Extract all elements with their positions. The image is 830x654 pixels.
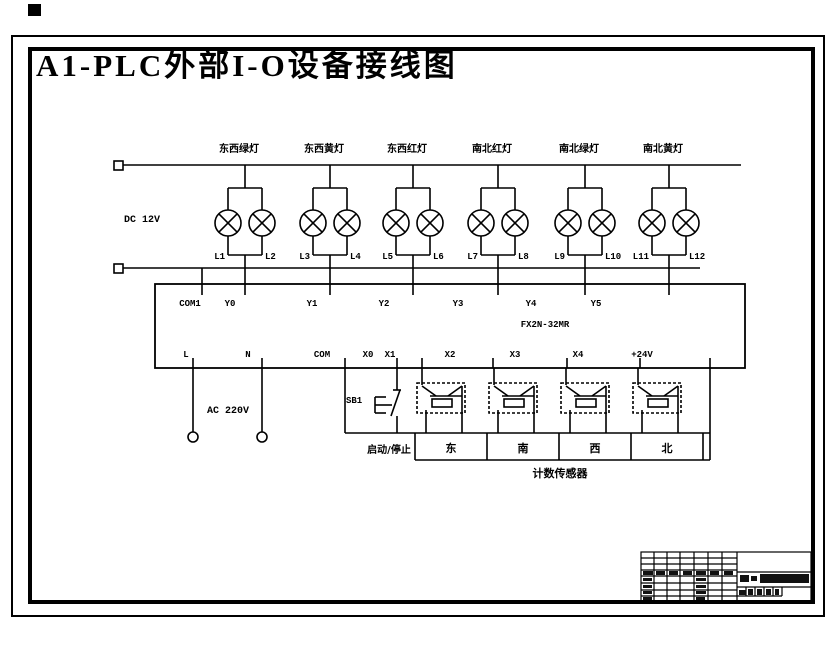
lamp-label: L9 (554, 252, 565, 262)
title-block (640, 551, 812, 603)
lamp-label: L5 (382, 252, 393, 262)
lamp-label: L6 (433, 252, 444, 262)
input-rail (344, 368, 711, 461)
dc-voltage-label: DC 12V (124, 215, 160, 226)
plc-terminal-x1: X1 (385, 350, 396, 360)
lamp-pair-ew-red (383, 165, 443, 284)
plc-terminal-x0: X0 (363, 350, 374, 360)
direction-label-east: 东 (446, 441, 457, 455)
plc-terminal-y4: Y4 (526, 299, 537, 309)
start-stop-caption: 启动/停止 (367, 443, 411, 456)
lamp-pair-ew-green (215, 165, 275, 284)
plc-box (154, 283, 746, 369)
lamp-name-ns-green: 南北绿灯 (559, 142, 599, 155)
lamp-label: L11 (633, 252, 650, 262)
lamp-label: L1 (214, 252, 225, 262)
plc-terminal-y5: Y5 (591, 299, 602, 309)
direction-label-south: 南 (518, 441, 529, 455)
lamp-name-ns-red: 南北红灯 (472, 142, 512, 155)
labels: A1-PLC外部I-O设备接线图 DC 12V AC 220V 东西绿灯 东西黄… (36, 48, 705, 480)
plc-terminal-x2: X2 (445, 350, 456, 360)
ac-supply (187, 368, 268, 443)
lamp-pair-ns-green (555, 165, 615, 284)
ac-terminal-l (187, 431, 199, 443)
dc-plus-terminal (113, 160, 124, 171)
lamp-label: L3 (299, 252, 310, 262)
direction-label-west: 西 (590, 442, 601, 455)
plc-terminal-l: L (183, 350, 188, 360)
lamp-name-ew-yellow: 东西黄灯 (304, 142, 344, 155)
ac-voltage-label: AC 220V (207, 406, 249, 417)
sensor-icon-north (632, 367, 682, 434)
lamp-name-ns-yellow: 南北黄灯 (643, 142, 683, 155)
plc-terminal-x3: X3 (510, 350, 521, 360)
sensor-icon-east (416, 367, 466, 434)
plc-terminal-n: N (245, 350, 250, 360)
switch-ref-label: SB1 (346, 396, 363, 406)
sheet-border (11, 35, 825, 617)
switch-blade (390, 389, 401, 417)
lamp-label: L8 (518, 252, 529, 262)
plc-terminal-y1: Y1 (307, 299, 318, 309)
plc-terminal-com: COM (314, 350, 330, 360)
corner-mark (28, 4, 41, 16)
sensors-caption: 计数传感器 (533, 466, 589, 480)
plc-model-label: FX2N-32MR (521, 320, 570, 330)
dc-minus-terminal (113, 263, 124, 274)
lamp-label: L7 (467, 252, 478, 262)
start-stop-switch (374, 368, 401, 433)
plc-terminal-com1: COM1 (179, 299, 201, 309)
lamp-pair-ew-yellow (300, 165, 360, 284)
ac-terminal-n (256, 431, 268, 443)
lamp-pair-ns-red (468, 165, 528, 284)
plc-terminal-y3: Y3 (453, 299, 464, 309)
lamp-label: L2 (265, 252, 276, 262)
circuit (113, 160, 746, 461)
lamp-name-ew-red: 东西红灯 (387, 142, 427, 155)
drawing-title: A1-PLC外部I-O设备接线图 (36, 48, 458, 83)
sensor-icon-south (488, 367, 538, 434)
plc-terminal-24v: +24V (631, 350, 653, 360)
lamp-name-ew-green: 东西绿灯 (219, 142, 259, 155)
lamp-label: L4 (350, 252, 361, 262)
plc-terminal-y2: Y2 (379, 299, 390, 309)
lamp-pair-ns-yellow (639, 165, 699, 284)
title-block-text-smudges (643, 571, 809, 600)
plc-terminal-x4: X4 (573, 350, 584, 360)
switch-actuator-icon (374, 396, 392, 414)
lamp-label: L10 (605, 252, 621, 262)
lamp-label: L12 (689, 252, 705, 262)
direction-label-north: 北 (662, 441, 673, 455)
dc-bus (113, 160, 741, 284)
plc-terminal-y0: Y0 (225, 299, 236, 309)
sensor-icon-west (560, 367, 610, 434)
